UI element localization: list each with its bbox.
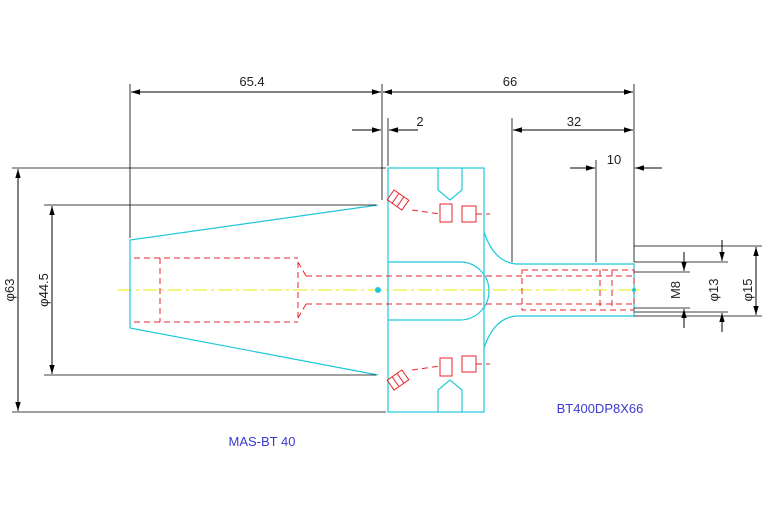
part-number-label: BT400DP8X66 xyxy=(557,401,644,416)
dim-neck-length: 32 xyxy=(567,114,581,129)
holder-standard-label: MAS-BT 40 xyxy=(229,434,296,449)
dim-taper-length: 65.4 xyxy=(239,74,264,89)
flange-body xyxy=(387,167,490,413)
taper-outline xyxy=(129,204,379,376)
coolant-screws xyxy=(386,189,490,391)
dim-thread: M8 xyxy=(668,281,683,299)
dim-shank-diameter: φ15 xyxy=(740,279,755,302)
dim-flange-gap: 2 xyxy=(416,114,423,129)
dim-bore-diameter: φ13 xyxy=(706,279,721,302)
internal-bore-hidden xyxy=(134,257,635,323)
dim-flange-diameter: φ63 xyxy=(2,279,17,302)
center-point-left xyxy=(375,287,381,293)
extension-lines xyxy=(12,84,762,413)
dim-tip-length: 10 xyxy=(607,152,621,167)
dim-body-length: 66 xyxy=(503,74,517,89)
center-point-right xyxy=(632,288,636,292)
dim-taper-diameter: φ44.5 xyxy=(36,273,51,307)
